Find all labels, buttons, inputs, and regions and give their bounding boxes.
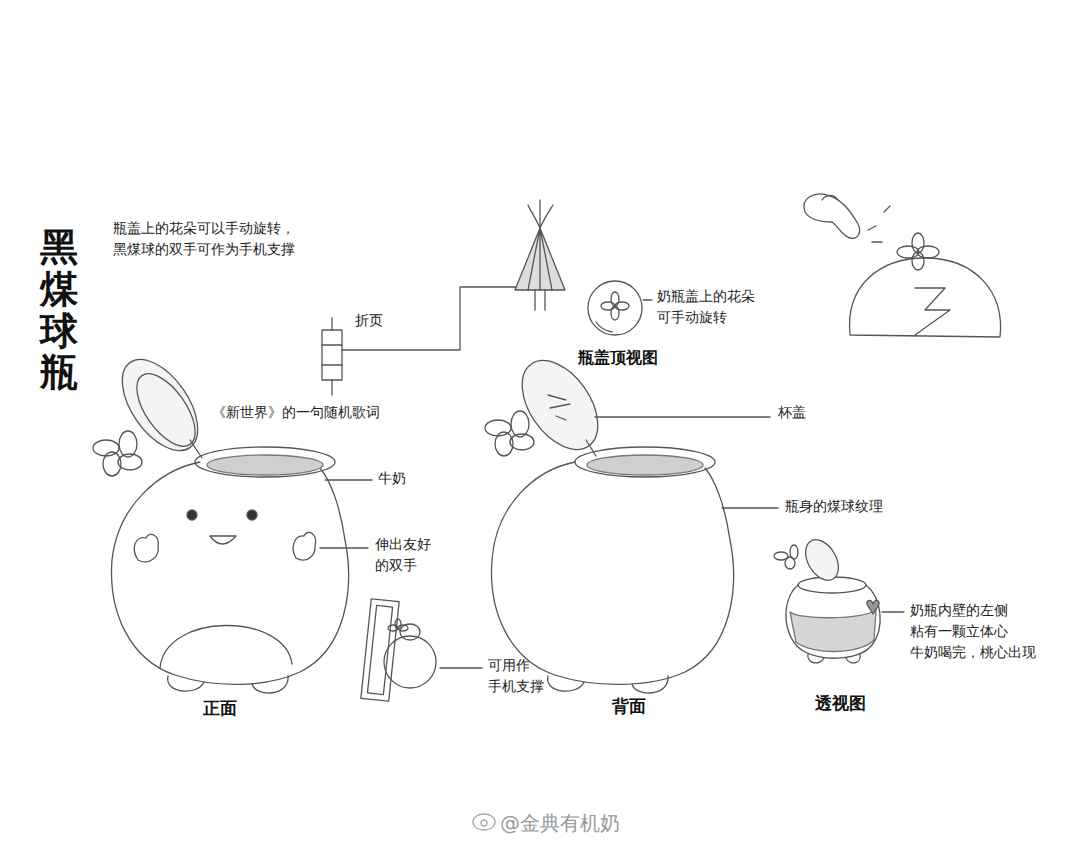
text-line: 背面: [612, 694, 646, 720]
text-line: 粘有一颗立体心: [910, 621, 1036, 642]
perspective-bottle: [774, 534, 904, 663]
text-line: 黑煤球的双手可作为手机支撑: [113, 239, 295, 260]
text-line: 奶瓶盖上的花朵: [657, 286, 755, 307]
view-caption: 背面: [612, 694, 646, 720]
view-caption: 瓶盖顶视图: [578, 346, 658, 370]
phone-stand-illustration: [361, 599, 482, 701]
hinge-detail: [322, 330, 342, 380]
callout-text: 牛奶: [378, 468, 406, 489]
callout-text: 奶瓶盖上的花朵 可手动旋转: [657, 286, 755, 328]
watermark: @金典有机奶: [500, 808, 620, 838]
callout-text: 《新世界》的一句随机歌词: [212, 402, 380, 423]
view-caption: 正面: [203, 696, 237, 722]
text-line: 折页: [355, 310, 383, 331]
text-line: 的双手: [375, 555, 431, 576]
text-line: 牛奶: [378, 468, 406, 489]
text-line: 正面: [203, 696, 237, 722]
title: 黑煤球瓶: [40, 226, 78, 393]
leader-line: [882, 611, 904, 612]
callout-text: 可用作 手机支撑: [488, 655, 544, 697]
text-line: 可用作: [488, 655, 544, 676]
callout-text: 奶瓶内壁的左侧 粘有一颗立体心 牛奶喝完，桃心出现: [910, 600, 1036, 663]
leader-line: [595, 416, 770, 417]
text-line: 可手动旋转: [657, 307, 755, 328]
watermark-icon: [473, 814, 495, 830]
callout-text: 杯盖: [778, 402, 806, 423]
text-line: 瓶身的煤球纹理: [785, 496, 883, 517]
hand-press-illustration: [804, 194, 1001, 337]
callout-text: 瓶身的煤球纹理: [785, 496, 883, 517]
text-line: 瓶盖上的花朵可以手动旋转，: [113, 218, 295, 239]
text-line: 伸出友好: [375, 534, 431, 555]
view-caption: 透视图: [815, 691, 866, 717]
lid-top-view: [588, 281, 642, 335]
front-bottle: [93, 346, 372, 693]
text-line: 《新世界》的一句随机歌词: [212, 402, 380, 423]
leader-line: [325, 479, 372, 480]
leader-line: [722, 507, 778, 508]
text-line: @金典有机奶: [500, 808, 620, 838]
back-bottle: [485, 347, 778, 693]
text-line: 瓶盖顶视图: [578, 346, 658, 370]
part-label: 折页: [355, 310, 383, 331]
leader-line: [342, 287, 525, 350]
callout-text: 伸出友好 的双手: [375, 534, 431, 576]
text-line: 牛奶喝完，桃心出现: [910, 642, 1036, 663]
note-text: 瓶盖上的花朵可以手动旋转， 黑煤球的双手可作为手机支撑: [113, 218, 295, 260]
text-line: 透视图: [815, 691, 866, 717]
text-line: 手机支撑: [488, 676, 544, 697]
leader-line: [320, 547, 368, 548]
text-line: 杯盖: [778, 402, 806, 423]
text-line: 奶瓶内壁的左侧: [910, 600, 1036, 621]
lid-side-icon: [515, 228, 565, 290]
